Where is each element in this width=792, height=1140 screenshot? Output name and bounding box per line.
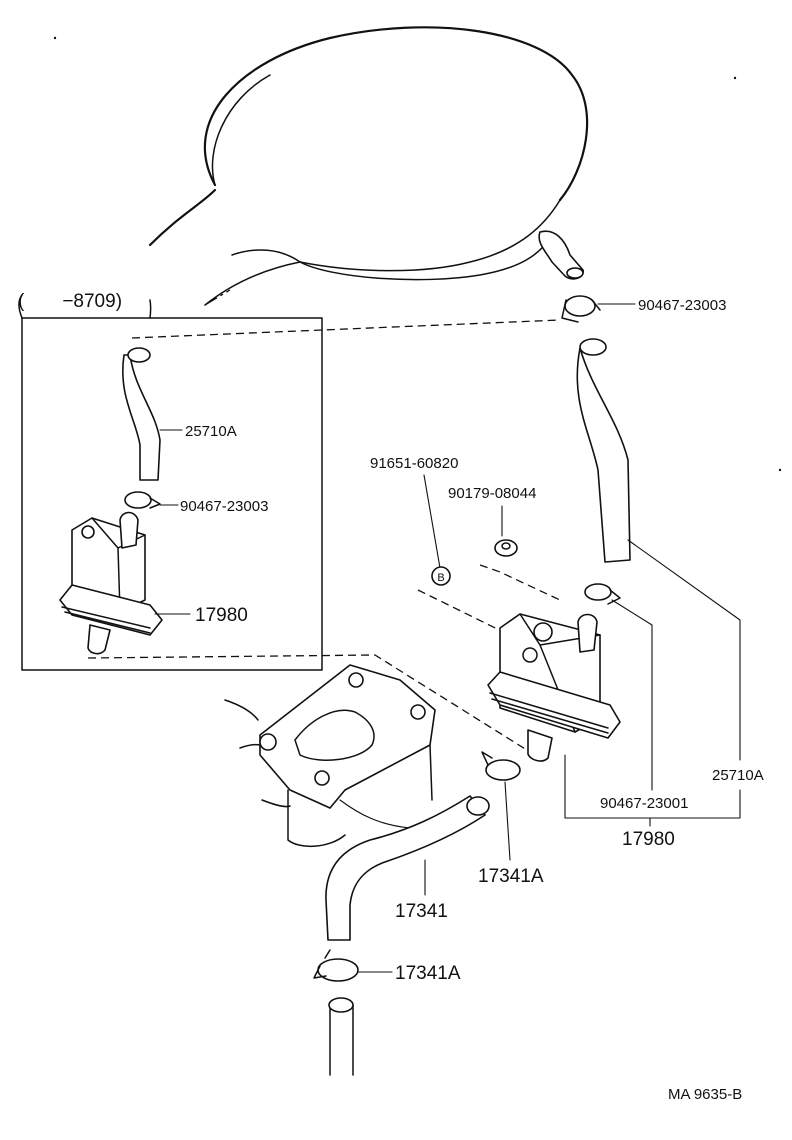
grommet-label: 90179-08044 (448, 485, 536, 502)
canister-group-label: 17980 (622, 829, 675, 850)
inset-clamp (124, 491, 161, 509)
inset-range-label: ( −8709) (18, 291, 122, 312)
clamp-hose-low (313, 949, 359, 982)
bolt-label: 91651-60820 (370, 455, 458, 472)
hose-right-label: 25710A (712, 767, 764, 784)
clamp-top-right-label: 90467-23003 (638, 297, 726, 314)
hose-inset-label: 25710A (185, 423, 237, 440)
inset-link-top (204, 289, 231, 306)
pipe-bottom (328, 997, 354, 1076)
leader-hose-right (627, 539, 741, 761)
clamp-hose-mid-label: 17341A (478, 866, 544, 887)
clamp-hose-low-label: 17341A (395, 963, 461, 984)
bolt-dash (417, 589, 541, 651)
clamp-top-right (561, 295, 601, 323)
inset-dash-lower (87, 654, 531, 753)
air-cleaner-housing (53, 26, 782, 472)
leader-bolt (423, 474, 441, 569)
leader-clamp-hose-mid (504, 781, 511, 861)
bolt-marker-letter: B (437, 572, 444, 584)
clamp-hose-mid (481, 751, 521, 781)
inset-hose (122, 347, 161, 481)
canister-inset-label: 17980 (195, 605, 248, 626)
grommet (494, 539, 518, 557)
canister-right (487, 613, 621, 762)
leader-clamp-right (611, 599, 653, 791)
inset-canister (59, 511, 163, 655)
grommet-dash (479, 564, 561, 601)
inset-box (18, 294, 323, 671)
bracket-canister-group (564, 754, 741, 819)
inset-dash-upper (131, 319, 561, 339)
hose-lower (325, 795, 490, 941)
hose-right (576, 338, 631, 563)
clamp-inset-label: 90467-23003 (180, 498, 268, 515)
clamp-right-label: 90467-23001 (600, 795, 688, 812)
diagram-reference-code: MA 9635-B (668, 1086, 742, 1103)
bolt-marker-circle (431, 566, 451, 586)
clamp-right (584, 583, 621, 605)
intake-manifold (224, 664, 436, 848)
hose-lower-label: 17341 (395, 901, 448, 922)
